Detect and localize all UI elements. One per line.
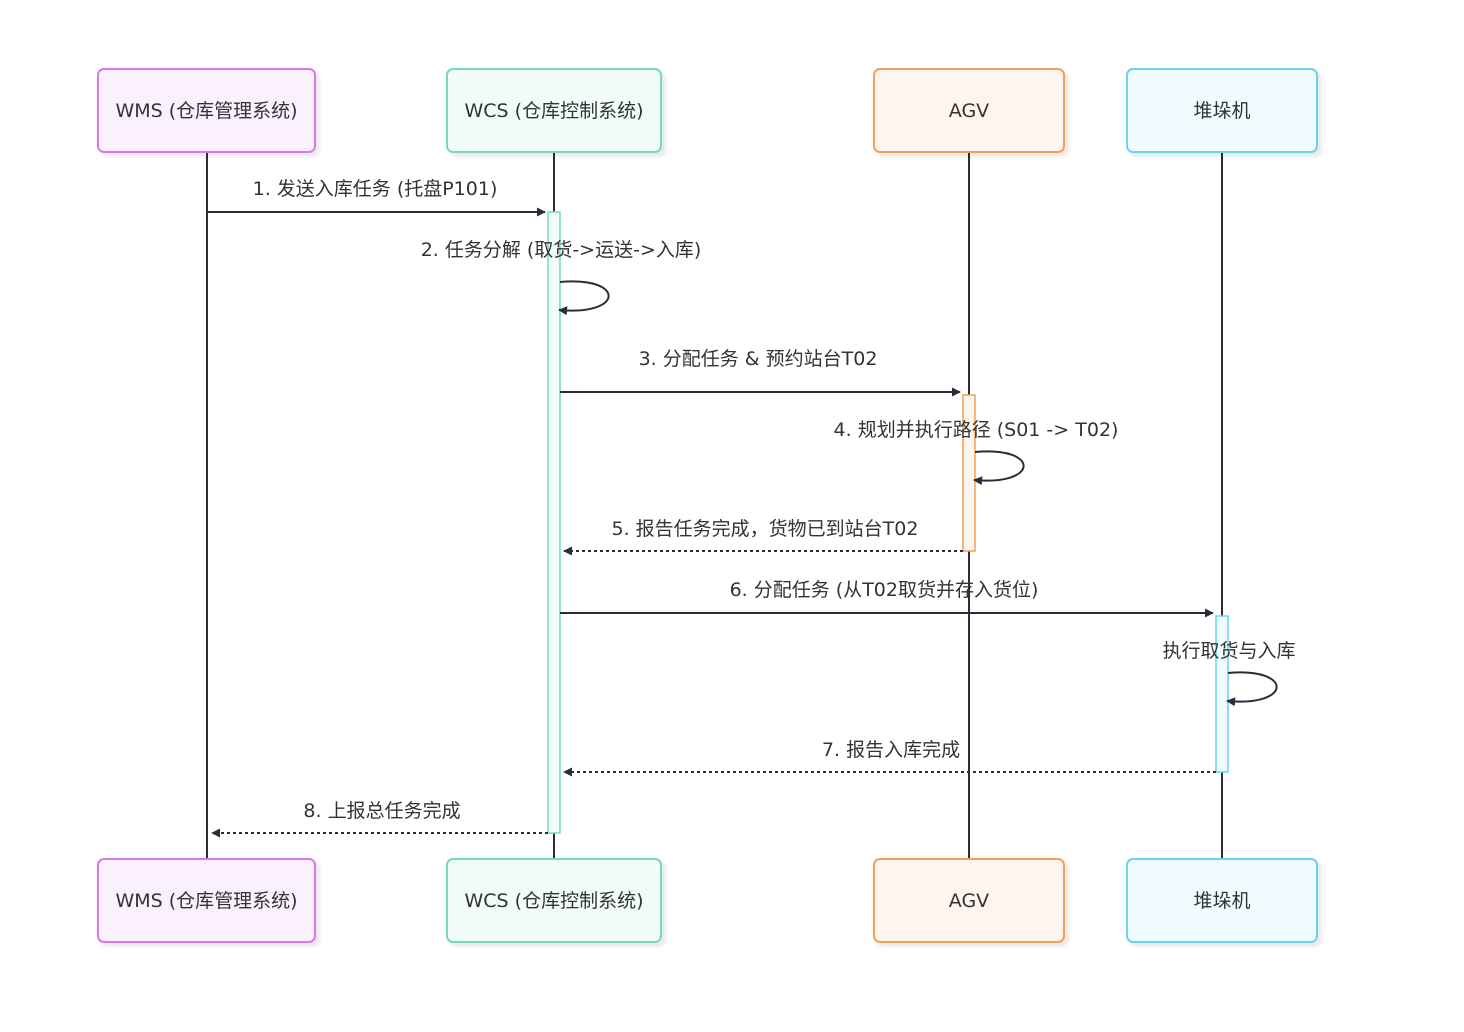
message-5: 5. 报告任务完成，货物已到站台T02: [563, 518, 963, 556]
message-6: 6. 分配任务 (从T02取货并存入货位): [560, 579, 1214, 618]
participant-bottom-wcs: WCS (仓库控制系统): [446, 858, 662, 943]
participant-label: 堆垛机: [1193, 890, 1250, 912]
participant-bottom-stacker: 堆垛机: [1126, 858, 1318, 943]
message-stacker-self: 执行取货与入库: [1162, 640, 1296, 707]
participant-top-wms: WMS (仓库管理系统): [97, 68, 316, 153]
message-label: 1. 发送入库任务 (托盘P101): [253, 178, 498, 200]
participant-top-agv: AGV: [873, 68, 1065, 153]
message-label: 2. 任务分解 (取货->运送->入库): [421, 239, 702, 261]
self-loop-arrow: [1226, 671, 1278, 707]
message-label: 8. 上报总任务完成: [303, 800, 460, 822]
message-label: 3. 分配任务 & 预约站台T02: [639, 348, 878, 370]
participant-label: WCS (仓库控制系统): [465, 890, 644, 912]
participant-label: WMS (仓库管理系统): [115, 890, 297, 912]
message-8: 8. 上报总任务完成: [211, 800, 548, 838]
self-loop-arrow: [558, 280, 610, 316]
participant-label: WMS (仓库管理系统): [115, 100, 297, 122]
self-loop-arrow: [973, 450, 1025, 486]
participant-top-stacker: 堆垛机: [1126, 68, 1318, 153]
participant-label: WCS (仓库控制系统): [465, 100, 644, 122]
participant-top-wcs: WCS (仓库控制系统): [446, 68, 662, 153]
message-label: 7. 报告入库完成: [822, 739, 960, 761]
participant-label: AGV: [949, 890, 989, 912]
message-label: 4. 规划并执行路径 (S01 -> T02): [834, 419, 1119, 441]
message-label: 6. 分配任务 (从T02取货并存入货位): [730, 579, 1039, 601]
message-1: 1. 发送入库任务 (托盘P101): [207, 178, 546, 217]
activation-stacker: [1215, 615, 1229, 773]
message-7: 7. 报告入库完成: [563, 739, 1216, 777]
activation-agv: [962, 394, 976, 552]
message-4: 4. 规划并执行路径 (S01 -> T02): [834, 419, 1119, 486]
activation-wcs: [547, 211, 561, 834]
message-label: 5. 报告任务完成，货物已到站台T02: [612, 518, 919, 540]
participant-bottom-wms: WMS (仓库管理系统): [97, 858, 316, 943]
participant-label: AGV: [949, 100, 989, 122]
message-2: 2. 任务分解 (取货->运送->入库): [421, 239, 702, 316]
participant-bottom-agv: AGV: [873, 858, 1065, 943]
participant-label: 堆垛机: [1193, 100, 1250, 122]
message-3: 3. 分配任务 & 预约站台T02: [560, 348, 961, 397]
message-label: 执行取货与入库: [1162, 640, 1295, 662]
